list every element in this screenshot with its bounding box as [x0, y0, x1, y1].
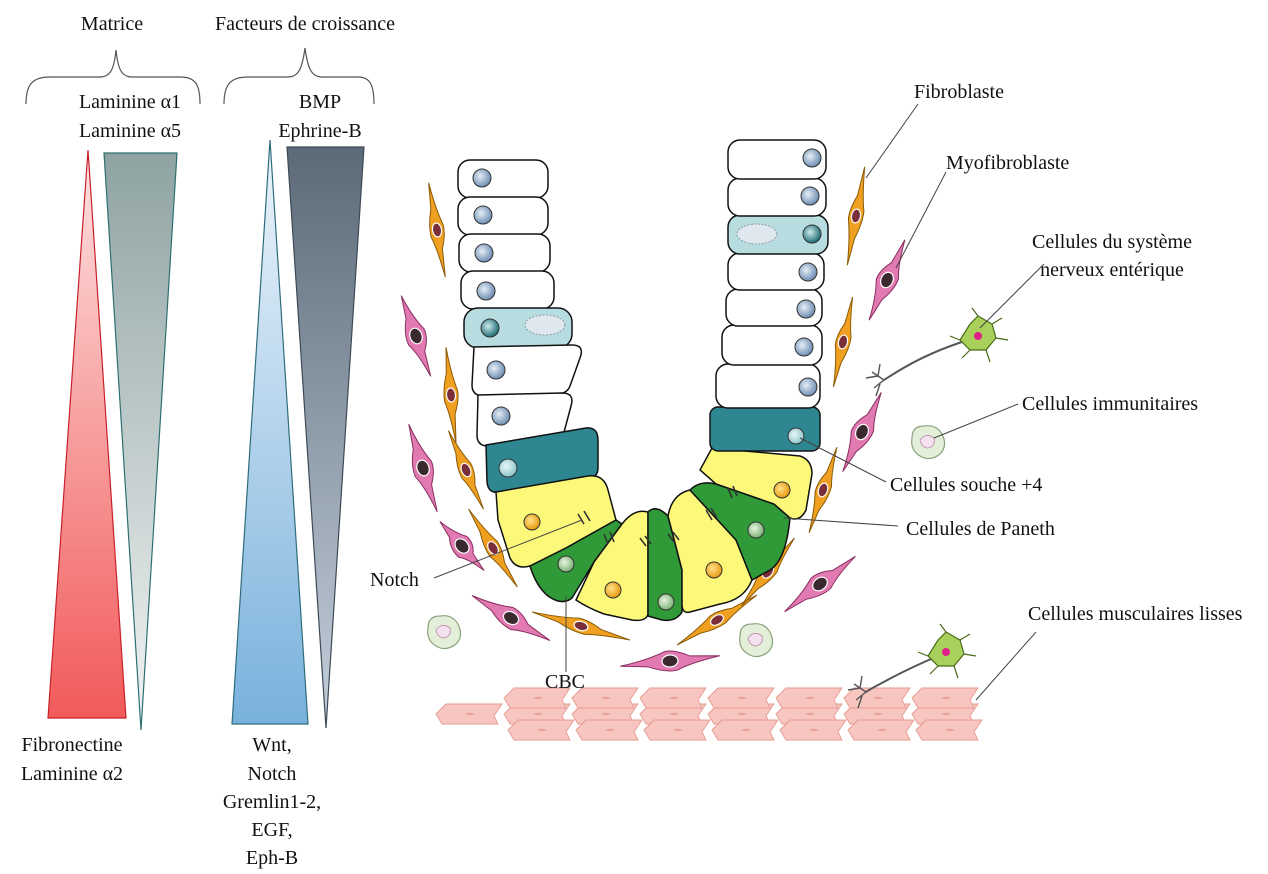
matrix-header: Matrice [81, 13, 143, 35]
myofibroblast-cell [834, 388, 891, 476]
absorptive-cell [461, 271, 554, 309]
smooth-muscle-nucleus [942, 697, 950, 700]
myofibroblast-cell [399, 421, 447, 515]
myofibroblast-label: Myofibroblaste [946, 152, 1069, 174]
smooth-muscle-nucleus [534, 697, 542, 700]
growth-bottom-line-1: Wnt, [252, 734, 291, 756]
immune-cell [740, 624, 773, 657]
goblet-cell [728, 215, 828, 254]
growth-bottom-line-5: Eph-B [246, 847, 298, 869]
stem-plus4-leader [800, 438, 886, 482]
notch-label: Notch [370, 569, 419, 591]
myofibroblast-cell [619, 646, 721, 677]
growth-top-line-2: Ephrine-B [278, 120, 361, 142]
immune-cell [912, 426, 945, 459]
growth-factors-header: Facteurs de croissance [215, 13, 395, 35]
fibroblast-cell [840, 166, 871, 267]
myofibroblast-cell [467, 587, 555, 650]
absorptive-cell [726, 289, 822, 326]
enteric-nervous-label-line-1: Cellules du système [1032, 231, 1192, 253]
growth-bottom-line-3: Gremlin1-2, [223, 791, 321, 813]
matrix-top-line-1: Laminine α1 [79, 91, 181, 113]
smooth-muscle-nucleus [810, 729, 818, 732]
smooth-muscle-nucleus [538, 729, 546, 732]
smooth-muscle-nucleus [534, 713, 542, 716]
immune-cell [428, 616, 461, 649]
cbc-label: CBC [545, 671, 585, 693]
enteric-nervous-label-line-2: nerveux entérique [1040, 259, 1184, 281]
smooth-muscle-nucleus [602, 713, 610, 716]
growth-top-line-1: BMP [299, 91, 341, 113]
absorptive-cell [722, 325, 822, 365]
immune-leader [934, 404, 1018, 438]
smooth-muscle-nucleus [874, 713, 882, 716]
smooth-muscle-nucleus [942, 713, 950, 716]
smooth-muscle-nucleus [674, 729, 682, 732]
growth-bottom-line-2: Notch [248, 763, 297, 785]
smooth-muscle-nucleus [602, 697, 610, 700]
absorptive-cell [716, 364, 820, 408]
fibroblast-cell [827, 296, 860, 389]
matrix-bottom-line-2: Laminine α2 [21, 763, 123, 785]
myofibroblast-cell [778, 548, 861, 619]
smooth-muscle-nucleus [742, 729, 750, 732]
stem-plus4-cell [710, 407, 820, 451]
immune-label: Cellules immunitaires [1022, 393, 1198, 415]
myofibroblast-cell [392, 292, 440, 380]
smooth-muscle-nucleus [606, 729, 614, 732]
smooth-muscle-nucleus [874, 697, 882, 700]
stem-plus4-label: Cellules souche +4 [890, 474, 1042, 496]
smooth-muscle-nucleus [738, 713, 746, 716]
smooth-muscle-layer [436, 688, 982, 740]
absorptive-cell [728, 140, 826, 179]
smooth-muscle-leader [976, 632, 1036, 700]
smooth-muscle-nucleus [738, 697, 746, 700]
absorptive-cell [459, 234, 550, 272]
absorptive-cell [472, 345, 581, 396]
goblet-cell [464, 308, 572, 348]
fibroblast-cell [439, 347, 463, 444]
paneth-label: Cellules de Paneth [906, 518, 1055, 540]
crypt-epithelium [458, 140, 828, 620]
smooth-muscle-nucleus [878, 729, 886, 732]
myofibroblast-leader [896, 172, 946, 268]
absorptive-cell [728, 178, 826, 216]
smooth-muscle-nucleus [670, 697, 678, 700]
smooth-muscle-nucleus [806, 713, 814, 716]
smooth-muscle-nucleus [946, 729, 954, 732]
smooth-muscle-nucleus [466, 713, 474, 716]
smooth-muscle-nucleus [670, 713, 678, 716]
growth-bottom-line-4: EGF, [251, 819, 292, 841]
enteric-nervous-leader [980, 264, 1044, 328]
matrix-top-line-2: Laminine α5 [79, 120, 181, 142]
fibroblast-cell [422, 182, 453, 279]
fibroblast-leader [866, 104, 918, 178]
myofibroblast-cell [432, 515, 491, 578]
matrix-bottom-line-1: Fibronectine [21, 734, 122, 756]
absorptive-cell [458, 160, 548, 198]
absorptive-cell [458, 197, 548, 235]
fibroblast-label: Fibroblaste [914, 81, 1004, 103]
absorptive-cell [728, 253, 824, 290]
smooth-muscle-nucleus [806, 697, 814, 700]
smooth-muscle-label: Cellules musculaires lisses [1028, 603, 1243, 625]
paneth-leader [784, 518, 898, 526]
